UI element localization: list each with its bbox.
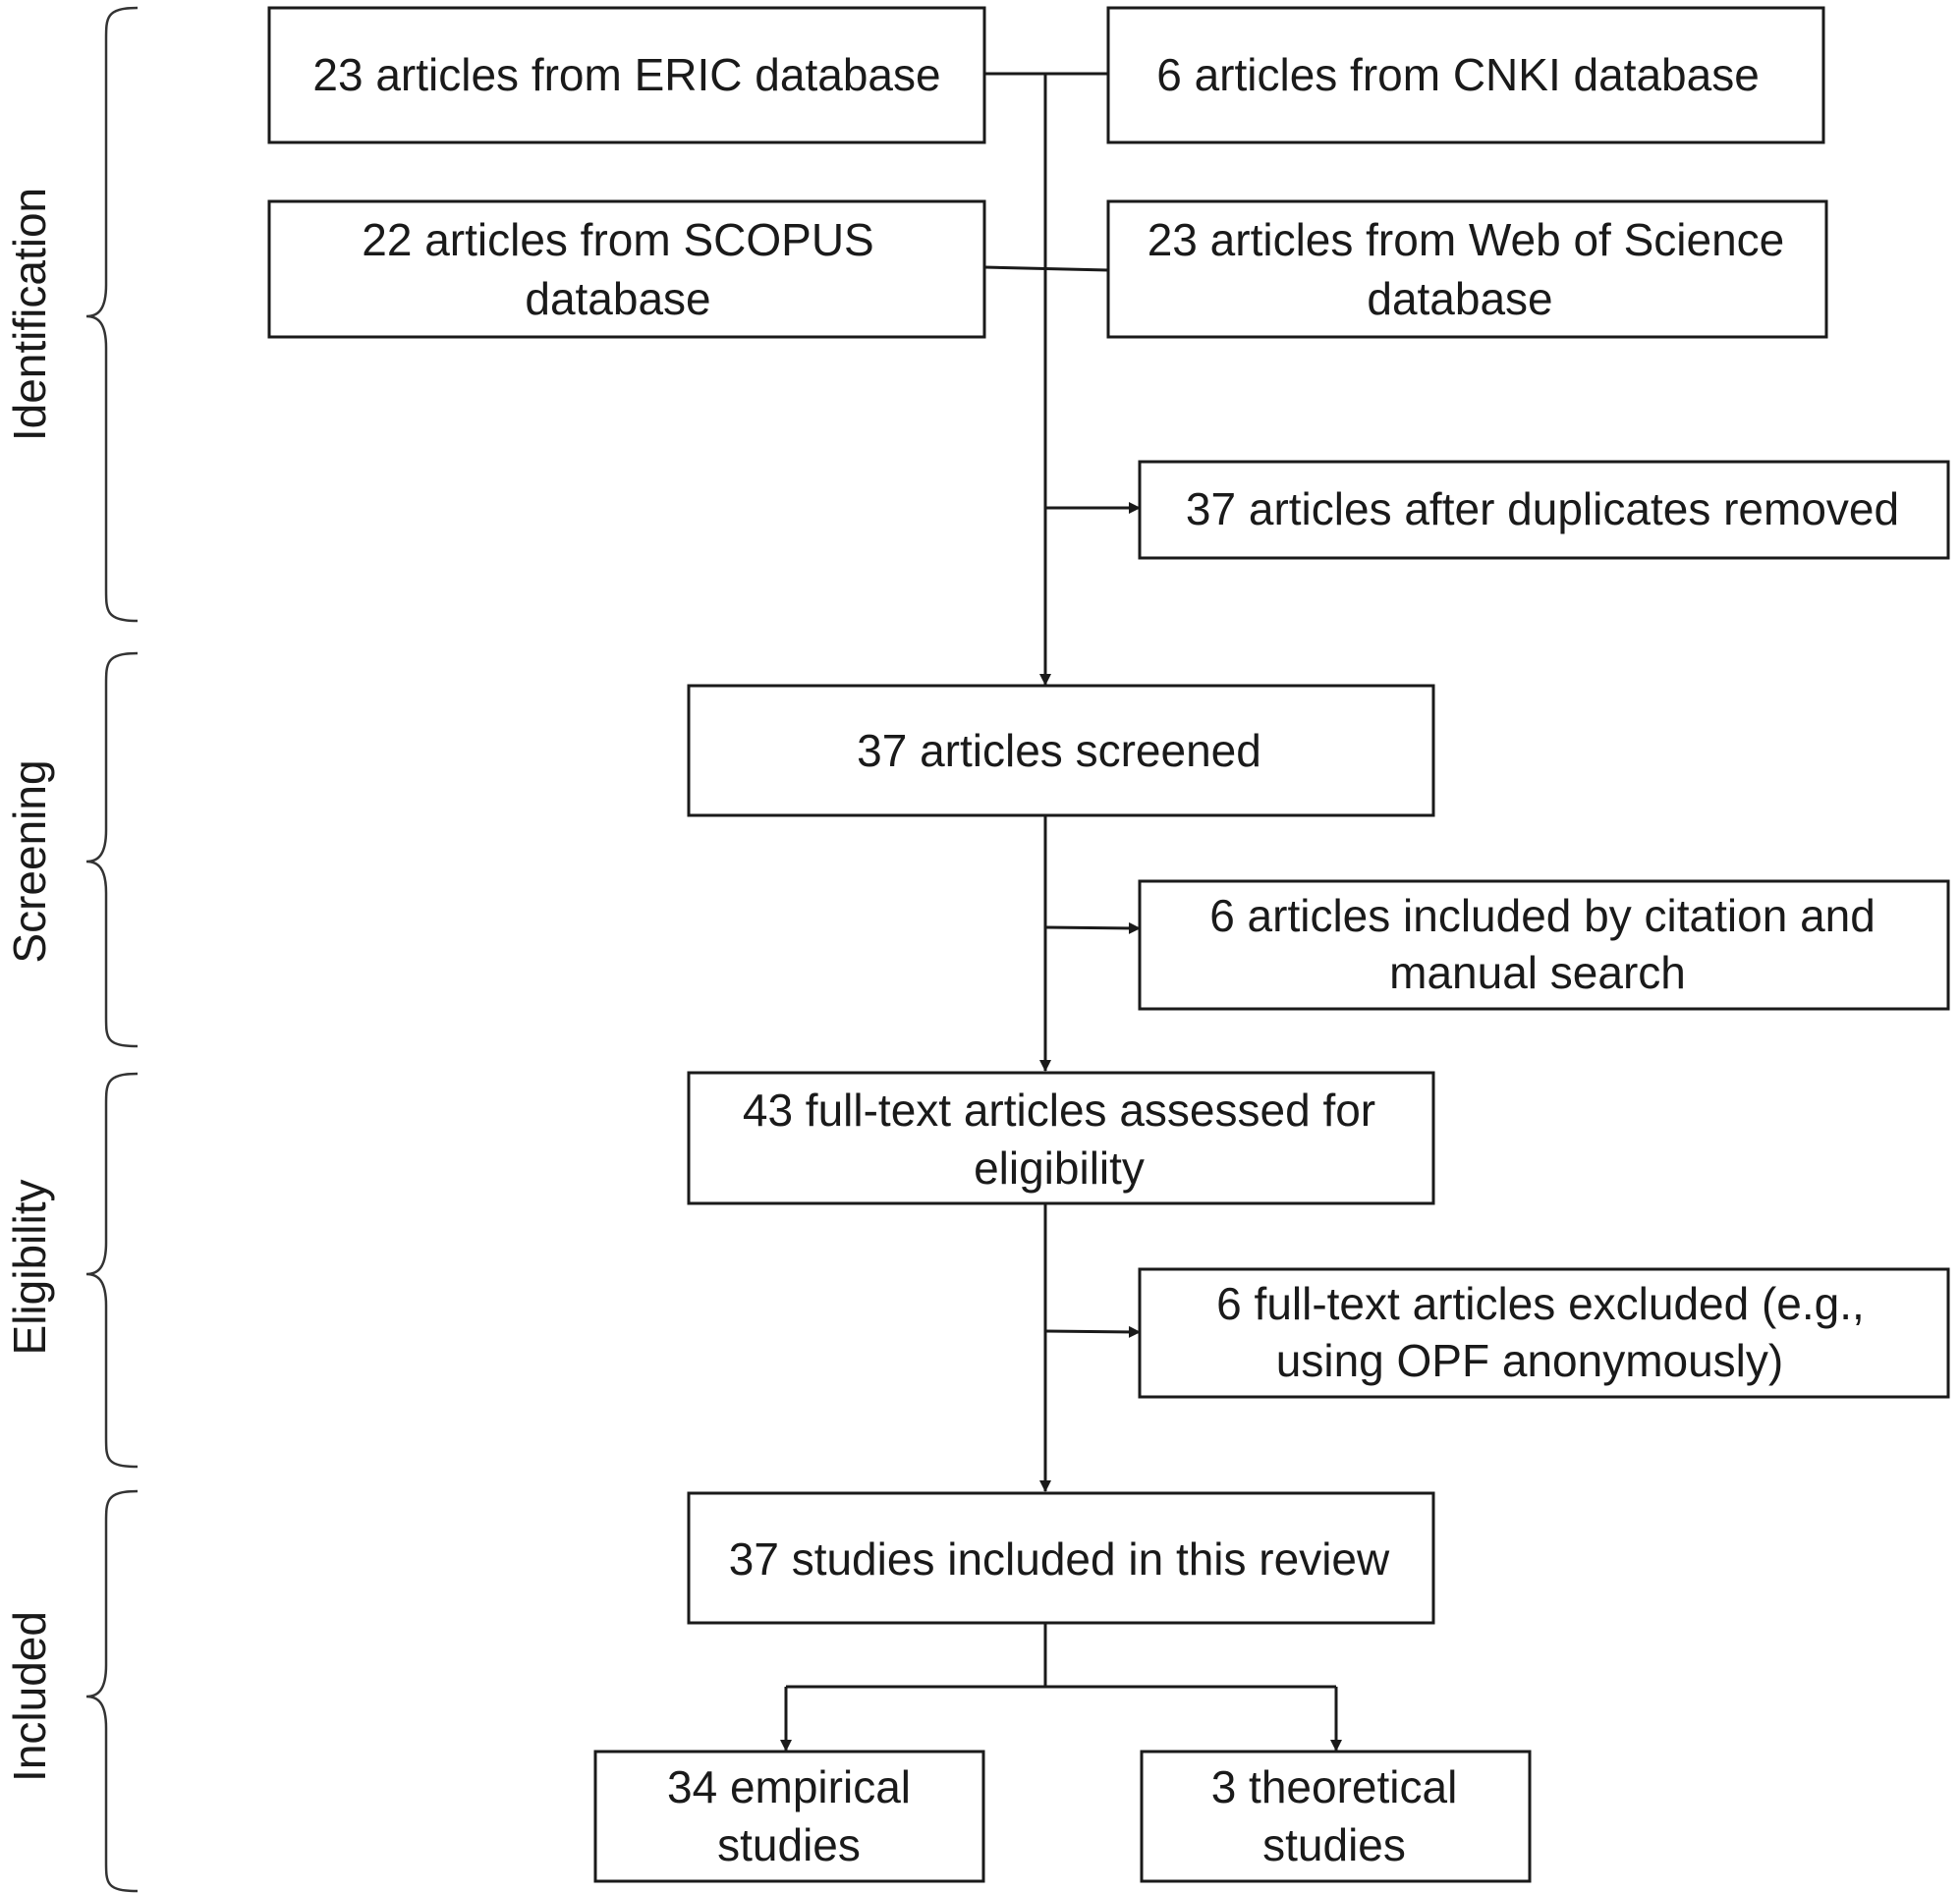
box-citation-manual: 6 articles included by citation and manu… [1138, 879, 1950, 1011]
connector-to-citation-manual [1044, 921, 1141, 934]
box-duplicates-removed-line-1: 37 articles after duplicates removed [1186, 483, 1899, 534]
box-citation-manual-line-1: 6 articles included by citation and [1209, 890, 1876, 941]
phase-label-identification: Identification [4, 188, 55, 441]
box-duplicates-removed: 37 articles after duplicates removed [1138, 460, 1950, 560]
box-included-review: 37 studies included in this review [687, 1491, 1435, 1625]
screening-brace [85, 651, 139, 1048]
box-eric-line-1: 23 articles from ERIC database [312, 49, 940, 100]
box-cnki-line-1: 6 articles from CNKI database [1156, 49, 1760, 100]
connector-to-fulltext-excluded [1044, 1325, 1141, 1338]
box-fulltext-assessed-line-1: 43 full-text articles assessed for [743, 1085, 1375, 1136]
identification-brace [85, 6, 139, 623]
box-cnki: 6 articles from CNKI database [1106, 6, 1825, 144]
box-screened: 37 articles screened [687, 684, 1435, 817]
box-fulltext-excluded-line-2: using OPF anonymously) [1276, 1335, 1783, 1386]
phase-label-eligibility: Eligibility [4, 1180, 55, 1356]
box-eric: 23 articles from ERIC database [267, 6, 986, 144]
box-fulltext-excluded: 6 full-text articles excluded (e.g., usi… [1138, 1267, 1950, 1399]
box-theoretical-line-2: studies [1262, 1819, 1406, 1870]
box-citation-manual-line-2: manual search [1389, 947, 1686, 998]
phase-label-screening: Screening [4, 759, 55, 963]
box-wos: 23 articles from Web of Science database [1106, 199, 1828, 339]
box-screened-line-1: 37 articles screened [857, 725, 1261, 776]
box-empirical: 34 empirical studies [593, 1750, 985, 1883]
box-scopus-line-2: database [525, 273, 710, 324]
box-fulltext-excluded-line-1: 6 full-text articles excluded (e.g., [1216, 1278, 1865, 1329]
box-wos-line-2: database [1367, 273, 1552, 324]
box-included-review-line-1: 37 studies included in this review [729, 1533, 1390, 1585]
box-scopus-line-1: 22 articles from SCOPUS [362, 214, 873, 265]
phase-label-included: Included [4, 1611, 55, 1782]
box-fulltext-assessed: 43 full-text articles assessed for eligi… [687, 1071, 1435, 1205]
eligibility-brace [85, 1072, 139, 1469]
box-empirical-line-1: 34 empirical [667, 1761, 911, 1812]
box-fulltext-assessed-line-2: eligibility [974, 1142, 1145, 1194]
box-scopus: 22 articles from SCOPUS database [267, 199, 986, 339]
box-empirical-line-2: studies [717, 1819, 861, 1870]
box-theoretical-line-1: 3 theoretical [1211, 1761, 1458, 1812]
box-wos-line-1: 23 articles from Web of Science [1148, 214, 1785, 265]
included-brace [85, 1489, 139, 1893]
box-theoretical: 3 theoretical studies [1140, 1750, 1532, 1883]
